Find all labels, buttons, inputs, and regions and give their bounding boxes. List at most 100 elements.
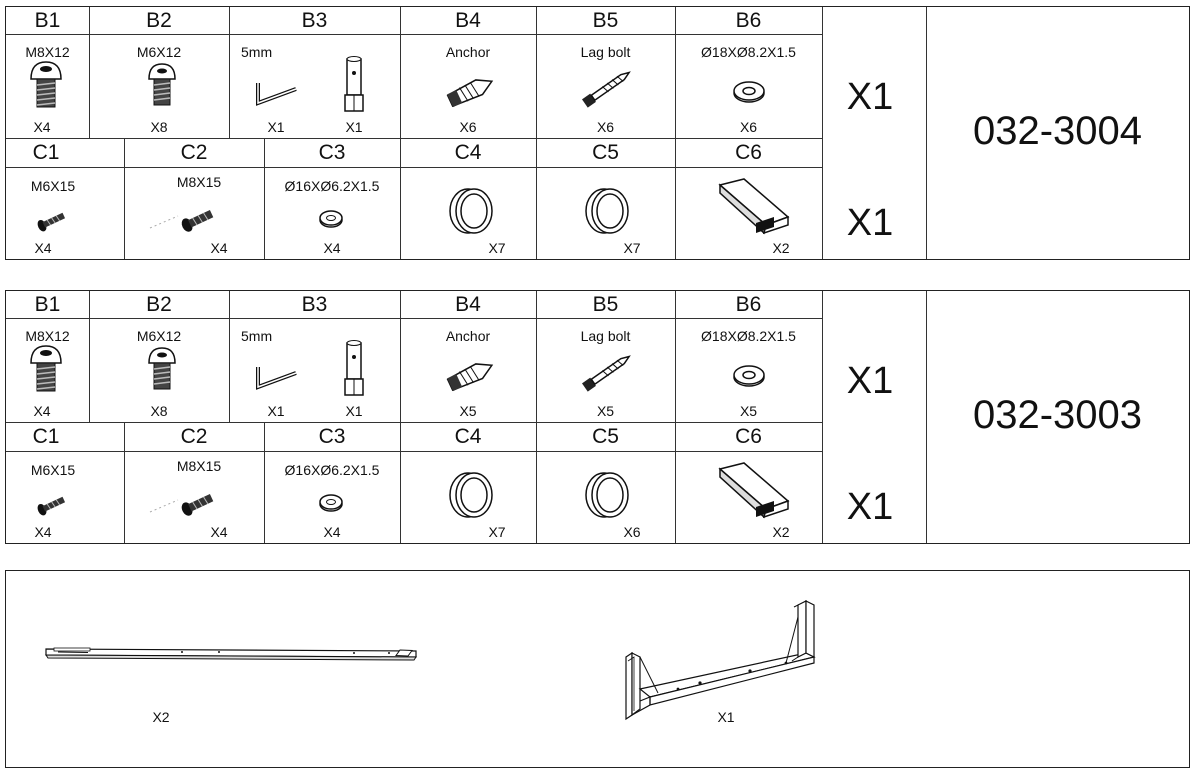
- multiplier-b: X1: [846, 76, 894, 118]
- lag-bolt-icon: [582, 355, 631, 392]
- small-washer-icon: [319, 210, 343, 228]
- spec-b3: 5mm: [241, 44, 273, 60]
- header-c5: C5: [592, 141, 619, 164]
- header-c1: C1: [32, 425, 60, 448]
- qty-c5: X6: [623, 524, 641, 540]
- spec-c2: M8X15: [176, 458, 222, 474]
- qty-b2: X8: [150, 119, 168, 135]
- qty-b3-a: X1: [267, 119, 285, 135]
- header-c5: C5: [592, 425, 619, 448]
- header-b2: B2: [146, 9, 172, 32]
- hex-key-icon: [256, 83, 297, 106]
- header-c6: C6: [735, 141, 762, 164]
- spec-c1: M6X15: [30, 178, 76, 194]
- multiplier-c: X1: [846, 202, 894, 244]
- qty-c6: X2: [772, 240, 790, 256]
- spec-b1: M8X12: [25, 44, 70, 60]
- qty-c6: X2: [772, 524, 790, 540]
- washer-icon: [733, 365, 765, 387]
- qty-b6: X5: [739, 403, 758, 419]
- qty-c1: X4: [34, 524, 52, 540]
- part-number: 032-3003: [972, 393, 1143, 437]
- spec-c3: Ø16XØ6.2X1.5: [284, 178, 380, 194]
- header-b3: B3: [301, 293, 328, 316]
- screw-icon: [149, 210, 214, 232]
- socket-tool-icon: [344, 340, 364, 396]
- spec-b2: M6X12: [136, 44, 182, 60]
- end-cap-icon: [718, 462, 790, 519]
- qty-b1: X4: [33, 403, 51, 419]
- qty-c2: X4: [210, 524, 228, 540]
- small-washer-icon: [319, 494, 343, 512]
- wall-anchor-icon: [446, 363, 494, 392]
- header-b6: B6: [735, 293, 762, 316]
- spec-b4: Anchor: [445, 328, 491, 344]
- header-c4: C4: [454, 425, 482, 448]
- header-c4: C4: [454, 141, 482, 164]
- kit-panel-1: B1 B2 B3 B4 B5 B6 M8X12 M6X12 5mm Anchor…: [5, 6, 1190, 260]
- qty-b3-a: X1: [267, 403, 285, 419]
- grommet-ring-icon: [585, 188, 629, 234]
- button-head-bolt-icon: [148, 347, 176, 390]
- hex-key-icon: [256, 367, 297, 390]
- screw-icon: [37, 496, 66, 516]
- header-b6: B6: [735, 9, 762, 32]
- header-c6: C6: [735, 425, 762, 448]
- grommet-ring-icon: [585, 472, 629, 518]
- part-number: 032-3004: [972, 109, 1143, 153]
- multiplier-b: X1: [846, 360, 894, 402]
- header-c1: C1: [32, 141, 60, 164]
- spec-b5: Lag bolt: [580, 44, 631, 60]
- qty-b5: X6: [596, 119, 615, 135]
- header-b2: B2: [146, 293, 172, 316]
- button-head-bolt-icon: [148, 63, 176, 106]
- spec-b6: Ø18XØ8.2X1.5: [701, 44, 796, 60]
- screw-icon: [149, 494, 214, 516]
- wall-anchor-icon: [446, 79, 494, 108]
- end-cap-icon: [718, 178, 790, 235]
- qty-c3: X4: [323, 524, 341, 540]
- header-c2: C2: [180, 425, 208, 448]
- header-b4: B4: [455, 293, 481, 316]
- lag-bolt-icon: [582, 71, 631, 108]
- grommet-ring-icon: [449, 188, 493, 234]
- spec-c3: Ø16XØ6.2X1.5: [284, 462, 380, 478]
- qty-b4: X6: [459, 119, 477, 135]
- qty-b3-b: X1: [345, 403, 363, 419]
- qty-c1: X4: [34, 240, 52, 256]
- qty-c3: X4: [323, 240, 341, 256]
- qty-b1: X4: [33, 119, 51, 135]
- header-b1: B1: [34, 293, 61, 316]
- header-c2: C2: [180, 141, 208, 164]
- qty-b2: X8: [150, 403, 168, 419]
- frame-parts-panel: X2 X1: [5, 570, 1190, 768]
- spec-b2: M6X12: [136, 328, 182, 344]
- spec-b5: Lag bolt: [580, 328, 631, 344]
- header-b5: B5: [592, 9, 619, 32]
- header-b5: B5: [592, 293, 619, 316]
- rail-bar-icon: [45, 647, 417, 661]
- screw-icon: [37, 212, 66, 232]
- socket-tool-icon: [344, 56, 364, 112]
- header-b4: B4: [455, 9, 481, 32]
- washer-icon: [733, 81, 765, 103]
- spec-b6: Ø18XØ8.2X1.5: [701, 328, 796, 344]
- header-c3: C3: [318, 425, 346, 448]
- header-b1: B1: [34, 9, 61, 32]
- spec-b1: M8X12: [25, 328, 70, 344]
- qty-c5: X7: [623, 240, 641, 256]
- qty-b3-b: X1: [345, 119, 363, 135]
- qty-c4: X7: [488, 524, 506, 540]
- qty-c2: X4: [210, 240, 228, 256]
- kit-panel-2: B1 B2 B3 B4 B5 B6 M8X12 M6X12 5mm Anchor…: [5, 290, 1190, 544]
- spec-b4: Anchor: [445, 44, 491, 60]
- multiplier-c: X1: [846, 486, 894, 528]
- rail-qty: X2: [152, 709, 170, 725]
- qty-c4: X7: [488, 240, 506, 256]
- button-head-bolt-icon: [30, 61, 62, 108]
- spec-b3: 5mm: [241, 328, 273, 344]
- qty-b5: X5: [596, 403, 615, 419]
- u-bracket-icon: [625, 600, 816, 721]
- spec-c2: M8X15: [176, 174, 222, 190]
- spec-c1: M6X15: [30, 462, 76, 478]
